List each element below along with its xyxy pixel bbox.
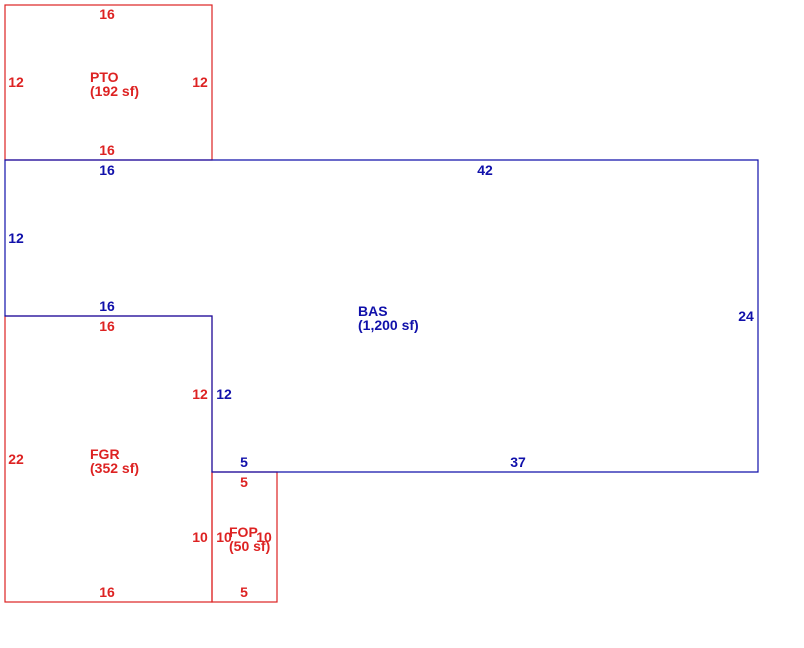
fgr-lower-right-dim: 10 [192,529,208,545]
fgr-bottom-dim: 16 [99,584,115,600]
bas-inner-right-dim: 12 [216,386,232,402]
fop-bottom-dim: 5 [240,584,248,600]
bas-area: (1,200 sf) [358,317,419,333]
bas-inner-top-dim: 16 [99,298,115,314]
fop-name: FOP [229,524,258,540]
pto-bottom-dim: 16 [99,142,115,158]
fgr-right-dim: 12 [192,386,208,402]
bas-name: BAS [358,303,388,319]
pto-name: PTO [90,69,119,85]
bas-bottom-short-dim: 5 [240,454,248,470]
pto-area: (192 sf) [90,83,139,99]
bas-right-dim: 24 [738,308,754,324]
fgr-left-dim: 22 [8,451,24,467]
fgr-area: (352 sf) [90,460,139,476]
bas-bottom-long-dim: 37 [510,454,526,470]
pto-right-dim: 12 [192,74,208,90]
bas-top-left-dim: 16 [99,162,115,178]
fgr-top-dim: 16 [99,318,115,334]
fgr-name: FGR [90,446,120,462]
fop-left-dim: 10 [216,529,232,545]
fop-area: (50 sf) [229,538,270,554]
bas-outline [4,159,759,473]
fop-top-dim: 5 [240,474,248,490]
fop-right-dim: 10 [256,529,272,545]
bas-left-dim: 12 [8,230,24,246]
pto-left-dim: 12 [8,74,24,90]
bas-top-right-dim: 42 [477,162,493,178]
pto-top-dim: 16 [99,6,115,22]
